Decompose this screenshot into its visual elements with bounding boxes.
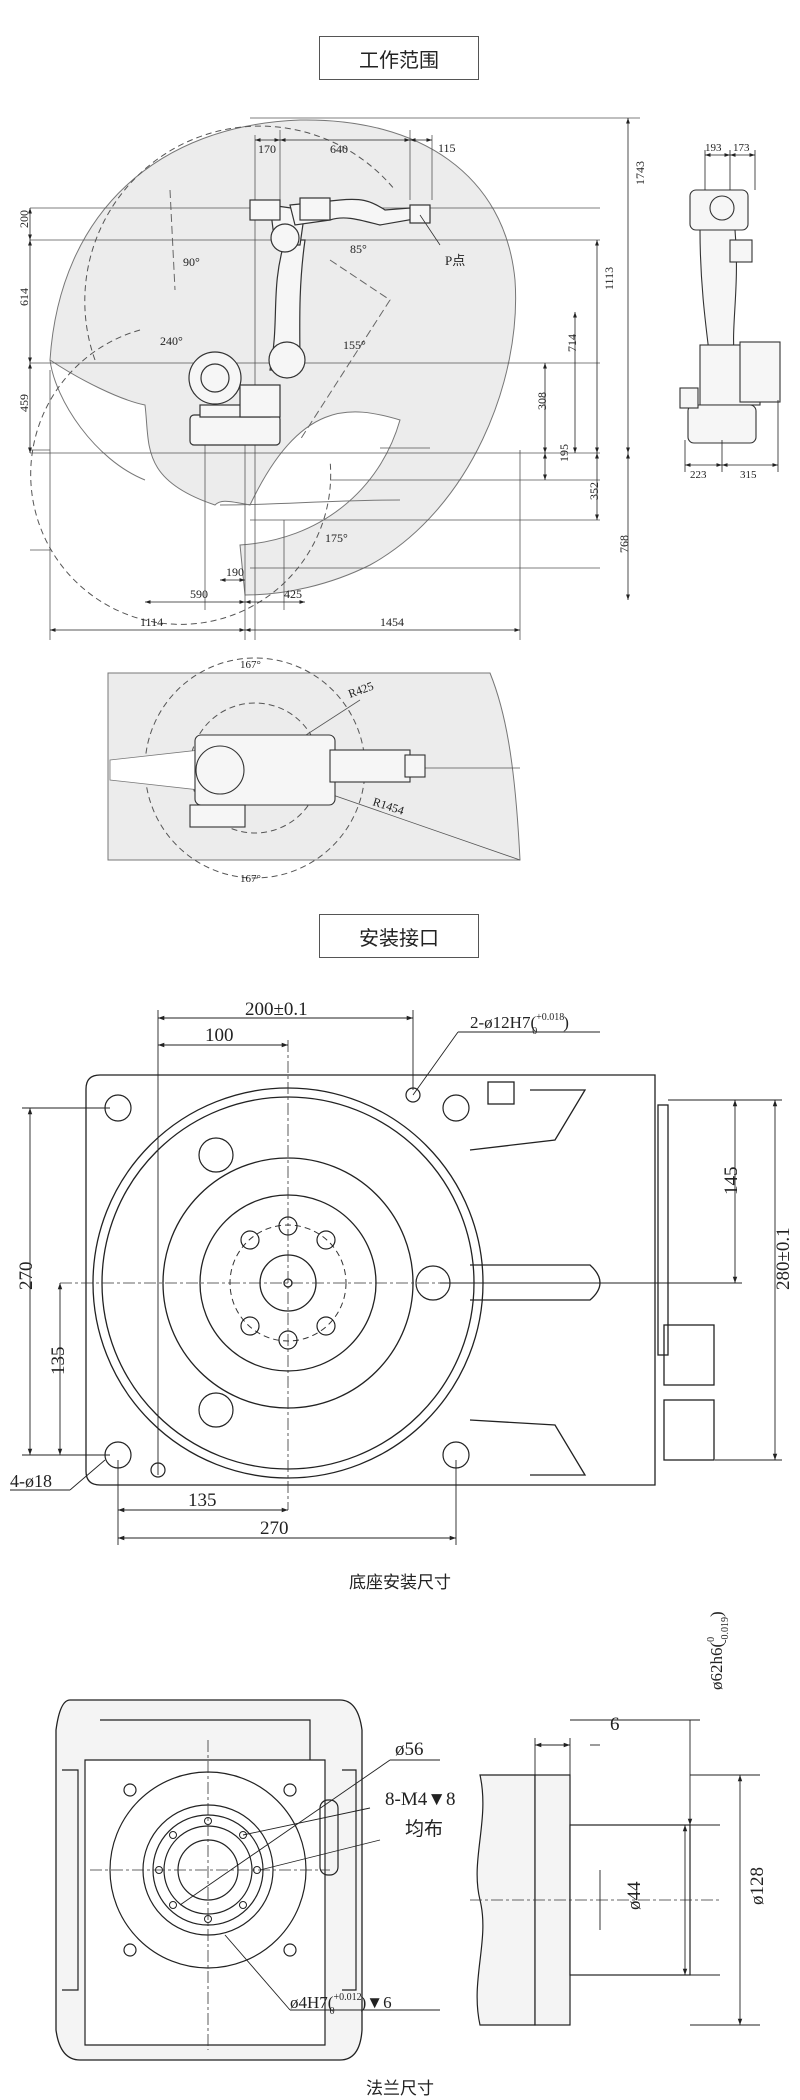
side-profile-view: 193 173 223 315 bbox=[679, 142, 781, 481]
flange-m4-label: 8-M4▼8 bbox=[385, 1789, 456, 1810]
flange-pin-tail: )▼6 bbox=[361, 1993, 392, 2012]
dim-590: 590 bbox=[190, 587, 208, 601]
dim-1454: 1454 bbox=[380, 615, 404, 629]
top-angle-167-lower: 167° bbox=[240, 873, 261, 885]
pin-hole-lower: 0 bbox=[532, 1026, 537, 1037]
dim-270-left: 270 bbox=[16, 1262, 37, 1291]
work-range-title-text: 工作范围 bbox=[359, 47, 439, 72]
dim-1113: 1113 bbox=[602, 267, 616, 290]
dim-308: 308 bbox=[535, 392, 549, 410]
dim-425: 425 bbox=[284, 587, 302, 601]
dim-145: 145 bbox=[721, 1167, 742, 1196]
pin-hole-close: ) bbox=[563, 1013, 569, 1032]
flange-section-view: 6 ø44 ø128 ø62h6(0-0.019) bbox=[470, 1611, 768, 2026]
flange-d128: ø128 bbox=[747, 1867, 768, 1905]
dim-714: 714 bbox=[565, 334, 579, 352]
flange-d62-close: ) bbox=[707, 1611, 726, 1617]
base-mount-drawing: 200±0.1 100 2-ø12H7(+0.018 0) 270 135 4-ø… bbox=[10, 999, 794, 1545]
flange-d62-upper: 0 bbox=[706, 1637, 717, 1642]
angle-155: 155° bbox=[343, 338, 366, 352]
dim-170: 170 bbox=[258, 142, 276, 156]
robot-arm-top bbox=[189, 734, 426, 828]
work-range-diagram: P点 90° 85° 240° 155° 175° 170 640 115 20… bbox=[17, 117, 647, 640]
flange-d56: ø56 bbox=[395, 1739, 424, 1760]
pin-hole-label: 2-ø12H7(+0.018 0) bbox=[470, 1012, 569, 1037]
side-dim-193: 193 bbox=[705, 142, 722, 154]
side-dim-223: 223 bbox=[690, 469, 707, 481]
flange-caption: 法兰尺寸 bbox=[366, 2079, 434, 2099]
flange-pin-lower: 0 bbox=[330, 2006, 335, 2017]
dim-459: 459 bbox=[17, 394, 31, 412]
flange-d62-label: ø62h6(0-0.019) bbox=[706, 1611, 731, 1690]
dim-200: 200 bbox=[17, 210, 31, 228]
dim-270-bottom: 270 bbox=[260, 1518, 289, 1539]
dim-352: 352 bbox=[587, 482, 601, 500]
dim-135-left: 135 bbox=[48, 1347, 69, 1376]
flange-pin-label: ø4H7(+0.012 0 )▼6 bbox=[290, 1992, 392, 2017]
angle-175: 175° bbox=[325, 531, 348, 545]
flange-d62-main: ø62h6( bbox=[707, 1642, 726, 1691]
dim-640: 640 bbox=[330, 142, 348, 156]
dim-115: 115 bbox=[438, 141, 456, 155]
angle-85: 85° bbox=[350, 242, 367, 256]
flange-d44: ø44 bbox=[624, 1881, 645, 1910]
p-point-label: P点 bbox=[445, 253, 465, 268]
pin-hole-main: 2-ø12H7( bbox=[470, 1013, 536, 1032]
dim-190: 190 bbox=[226, 565, 244, 579]
dim-768: 768 bbox=[617, 535, 631, 553]
angle-240: 240° bbox=[160, 334, 183, 348]
work-range-title: 工作范围 bbox=[319, 36, 479, 80]
four-holes-label: 4-ø18 bbox=[10, 1471, 52, 1491]
dim-280-tol: 280±0.1 bbox=[773, 1227, 794, 1290]
robot-arm-side bbox=[188, 197, 431, 446]
pin-hole-upper: +0.018 bbox=[536, 1012, 564, 1023]
side-dim-173: 173 bbox=[733, 142, 750, 154]
base-mount-caption: 底座安装尺寸 bbox=[349, 1573, 451, 1593]
flange-d62-lower: -0.019 bbox=[720, 1617, 731, 1643]
dim-200-tol: 200±0.1 bbox=[245, 999, 308, 1020]
dim-195: 195 bbox=[557, 444, 571, 462]
side-dim-315: 315 bbox=[740, 469, 757, 481]
mount-interface-title: 安装接口 bbox=[319, 914, 479, 958]
top-angle-167-upper: 167° bbox=[240, 659, 261, 671]
flange-pin-upper: +0.012 bbox=[333, 1992, 361, 2003]
dim-135-bottom: 135 bbox=[188, 1490, 217, 1511]
flange-uniform-label: 均布 bbox=[405, 1818, 443, 1840]
dim-614: 614 bbox=[17, 288, 31, 306]
flange-pin-main: ø4H7( bbox=[290, 1993, 334, 2012]
mount-interface-title-text: 安装接口 bbox=[359, 925, 439, 950]
dim-1743: 1743 bbox=[633, 161, 647, 185]
dim-1114: 1114 bbox=[140, 615, 163, 629]
top-view-diagram: 167° 167° R425 R1454 bbox=[107, 657, 521, 885]
flange-d6: 6 bbox=[610, 1714, 620, 1735]
dim-100: 100 bbox=[205, 1025, 234, 1046]
angle-90: 90° bbox=[183, 255, 200, 269]
flange-front-view: ø56 8-M4▼8 均布 ø4H7(+0.012 0 )▼6 bbox=[55, 1699, 456, 2061]
